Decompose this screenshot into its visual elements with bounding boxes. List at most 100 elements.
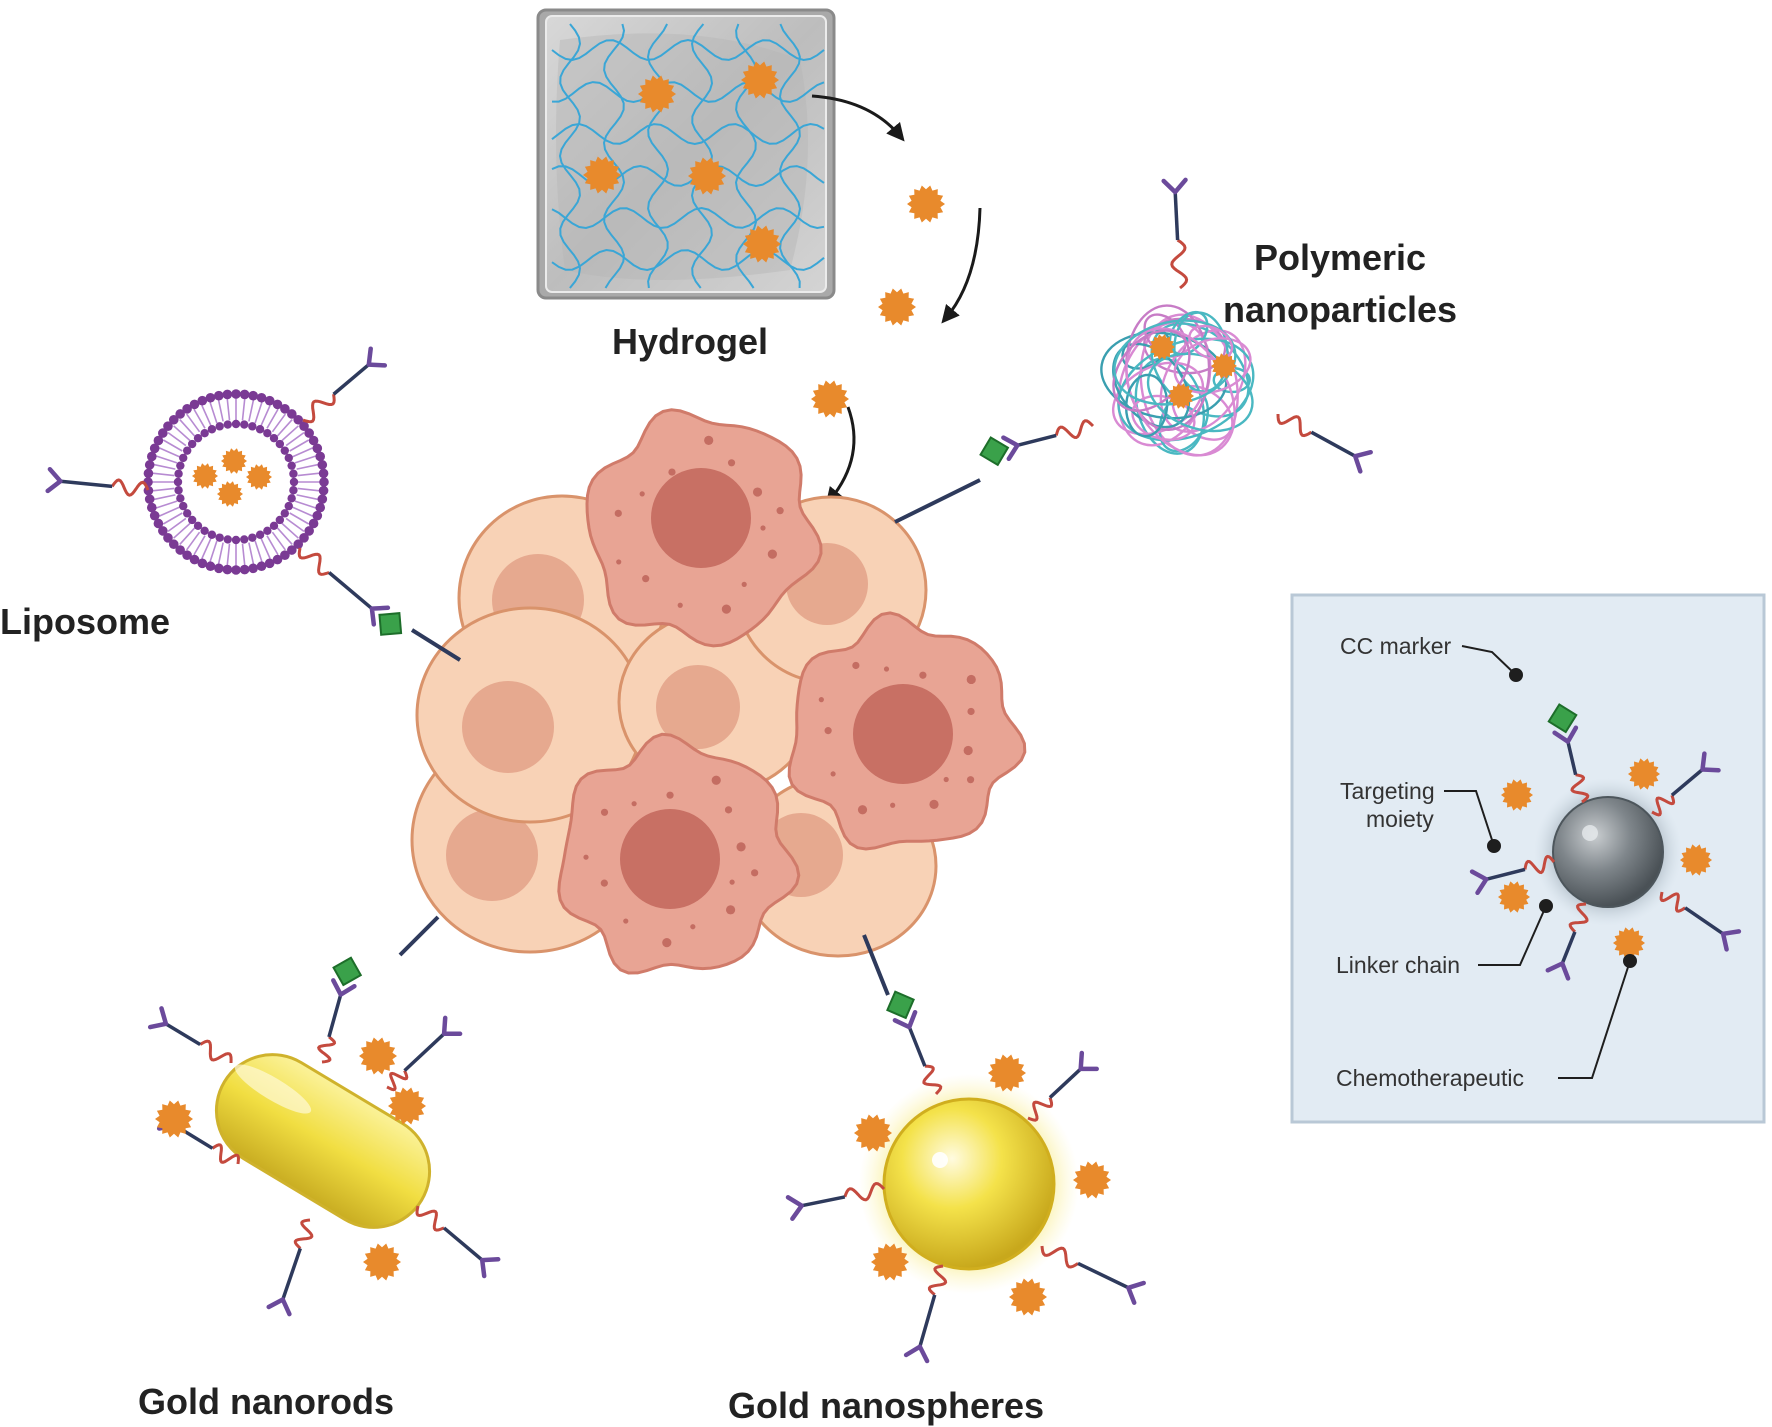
- lipid-head: [189, 554, 200, 565]
- hydrogel-fiber: [552, 80, 825, 104]
- ligand-stem: [1016, 433, 1057, 447]
- antibody-icon: [1126, 1280, 1146, 1305]
- lipid-tail: [289, 439, 310, 452]
- lipid-head: [239, 564, 250, 575]
- cell-granule: [943, 776, 949, 783]
- antibody-icon: [479, 1257, 501, 1279]
- cell-granule: [760, 525, 766, 531]
- hydrogel-fiber: [646, 23, 670, 289]
- lipid-tail: [266, 535, 279, 556]
- lipid-head: [287, 545, 297, 555]
- lipid-head: [205, 561, 216, 572]
- drug-particle: [1168, 383, 1194, 409]
- lipid-tail: [241, 543, 246, 566]
- lipid-tail: [209, 401, 218, 424]
- lipid-tail: [193, 408, 206, 429]
- cancer-nucleus: [853, 684, 953, 784]
- drug-particle: [217, 481, 243, 507]
- lipid-head: [256, 392, 267, 403]
- linker-chain: [1568, 902, 1589, 933]
- lipid-head: [223, 535, 232, 544]
- lipid-tail: [155, 455, 178, 464]
- linker-chain: [317, 1035, 337, 1064]
- cell-granule: [967, 707, 975, 716]
- antibody-icon: [892, 1009, 918, 1030]
- inset-leaders: [1444, 645, 1637, 1079]
- lipid-head: [275, 439, 285, 449]
- lipid-tail: [276, 527, 293, 545]
- lipid-head: [248, 533, 257, 542]
- gold-nanosphere: [785, 990, 1146, 1364]
- lipid-head: [168, 414, 179, 425]
- lipid-tail: [248, 399, 255, 422]
- ligand-stem: [281, 1247, 302, 1301]
- lipid-tail: [266, 408, 279, 429]
- cancer-nucleus: [651, 468, 751, 568]
- lipid-head: [280, 509, 289, 518]
- lipid-tail: [226, 543, 231, 566]
- lipid-tail: [153, 463, 176, 470]
- lipid-head: [179, 501, 188, 511]
- drug-particle: [688, 157, 726, 195]
- ligand-stem: [442, 1226, 484, 1262]
- lipid-tail: [173, 522, 191, 539]
- lipid-head: [163, 421, 173, 431]
- lipid-head: [207, 425, 217, 434]
- cell-granule: [830, 771, 836, 777]
- lipid-head: [214, 563, 224, 574]
- cell-granule: [639, 491, 645, 497]
- linker-chain: [297, 547, 330, 576]
- lipid-head: [175, 545, 185, 555]
- lipid-head: [215, 533, 224, 542]
- drug-particle: [1498, 881, 1530, 913]
- ligand-stem: [403, 1032, 446, 1072]
- cc-marker-icon: [979, 436, 1010, 467]
- linker-chain: [843, 1181, 886, 1202]
- cell-granule: [890, 802, 896, 808]
- antibody-icon: [1545, 961, 1571, 981]
- lipid-head: [287, 461, 296, 470]
- cell-nucleus: [446, 809, 538, 901]
- lipid-head: [287, 494, 296, 503]
- antibody-icon: [369, 605, 391, 627]
- liposome-carrier: [45, 346, 403, 636]
- cell-granule: [583, 854, 589, 860]
- cell-granule: [883, 666, 890, 672]
- antibody-icon: [266, 1297, 292, 1317]
- release-arrow-1: [811, 94, 905, 142]
- lipid-tail: [162, 439, 183, 452]
- hydrogel-fiber: [602, 23, 626, 289]
- ligand-stem: [1077, 1261, 1130, 1290]
- lipid-head: [153, 518, 164, 529]
- linker-chain: [1523, 854, 1556, 875]
- lipid-head: [293, 414, 304, 425]
- drug-particle: [583, 156, 621, 194]
- lipid-head: [255, 530, 265, 539]
- lipid-tail: [158, 506, 180, 517]
- lipid-tail: [167, 431, 187, 447]
- drug-particle: [1628, 758, 1660, 790]
- lipid-head: [173, 477, 183, 487]
- drug-particle: [1211, 353, 1237, 379]
- ligand-stem: [164, 1022, 202, 1046]
- cell-nucleus: [462, 681, 554, 773]
- antibody-icon: [785, 1195, 804, 1221]
- lipid-head: [308, 518, 319, 529]
- polymer-strand: [1143, 317, 1227, 375]
- cell-granule: [631, 801, 637, 807]
- drug-particle: [854, 1114, 892, 1152]
- antibody-icon: [366, 346, 388, 368]
- gold-rod-body: [214, 1053, 432, 1229]
- cc-marker-icon: [1547, 703, 1578, 734]
- cell-granule: [616, 559, 622, 565]
- lipid-tail: [155, 500, 178, 509]
- lipid-tail: [179, 419, 196, 437]
- antibody-icon: [1720, 929, 1742, 952]
- leader-linker: [1478, 905, 1547, 966]
- lipid-head: [215, 422, 224, 431]
- antibody-icon: [1161, 177, 1188, 195]
- lipid-tail: [254, 401, 263, 424]
- lipid-head: [289, 477, 299, 487]
- cell-granule: [767, 549, 777, 559]
- lipid-head: [319, 477, 329, 487]
